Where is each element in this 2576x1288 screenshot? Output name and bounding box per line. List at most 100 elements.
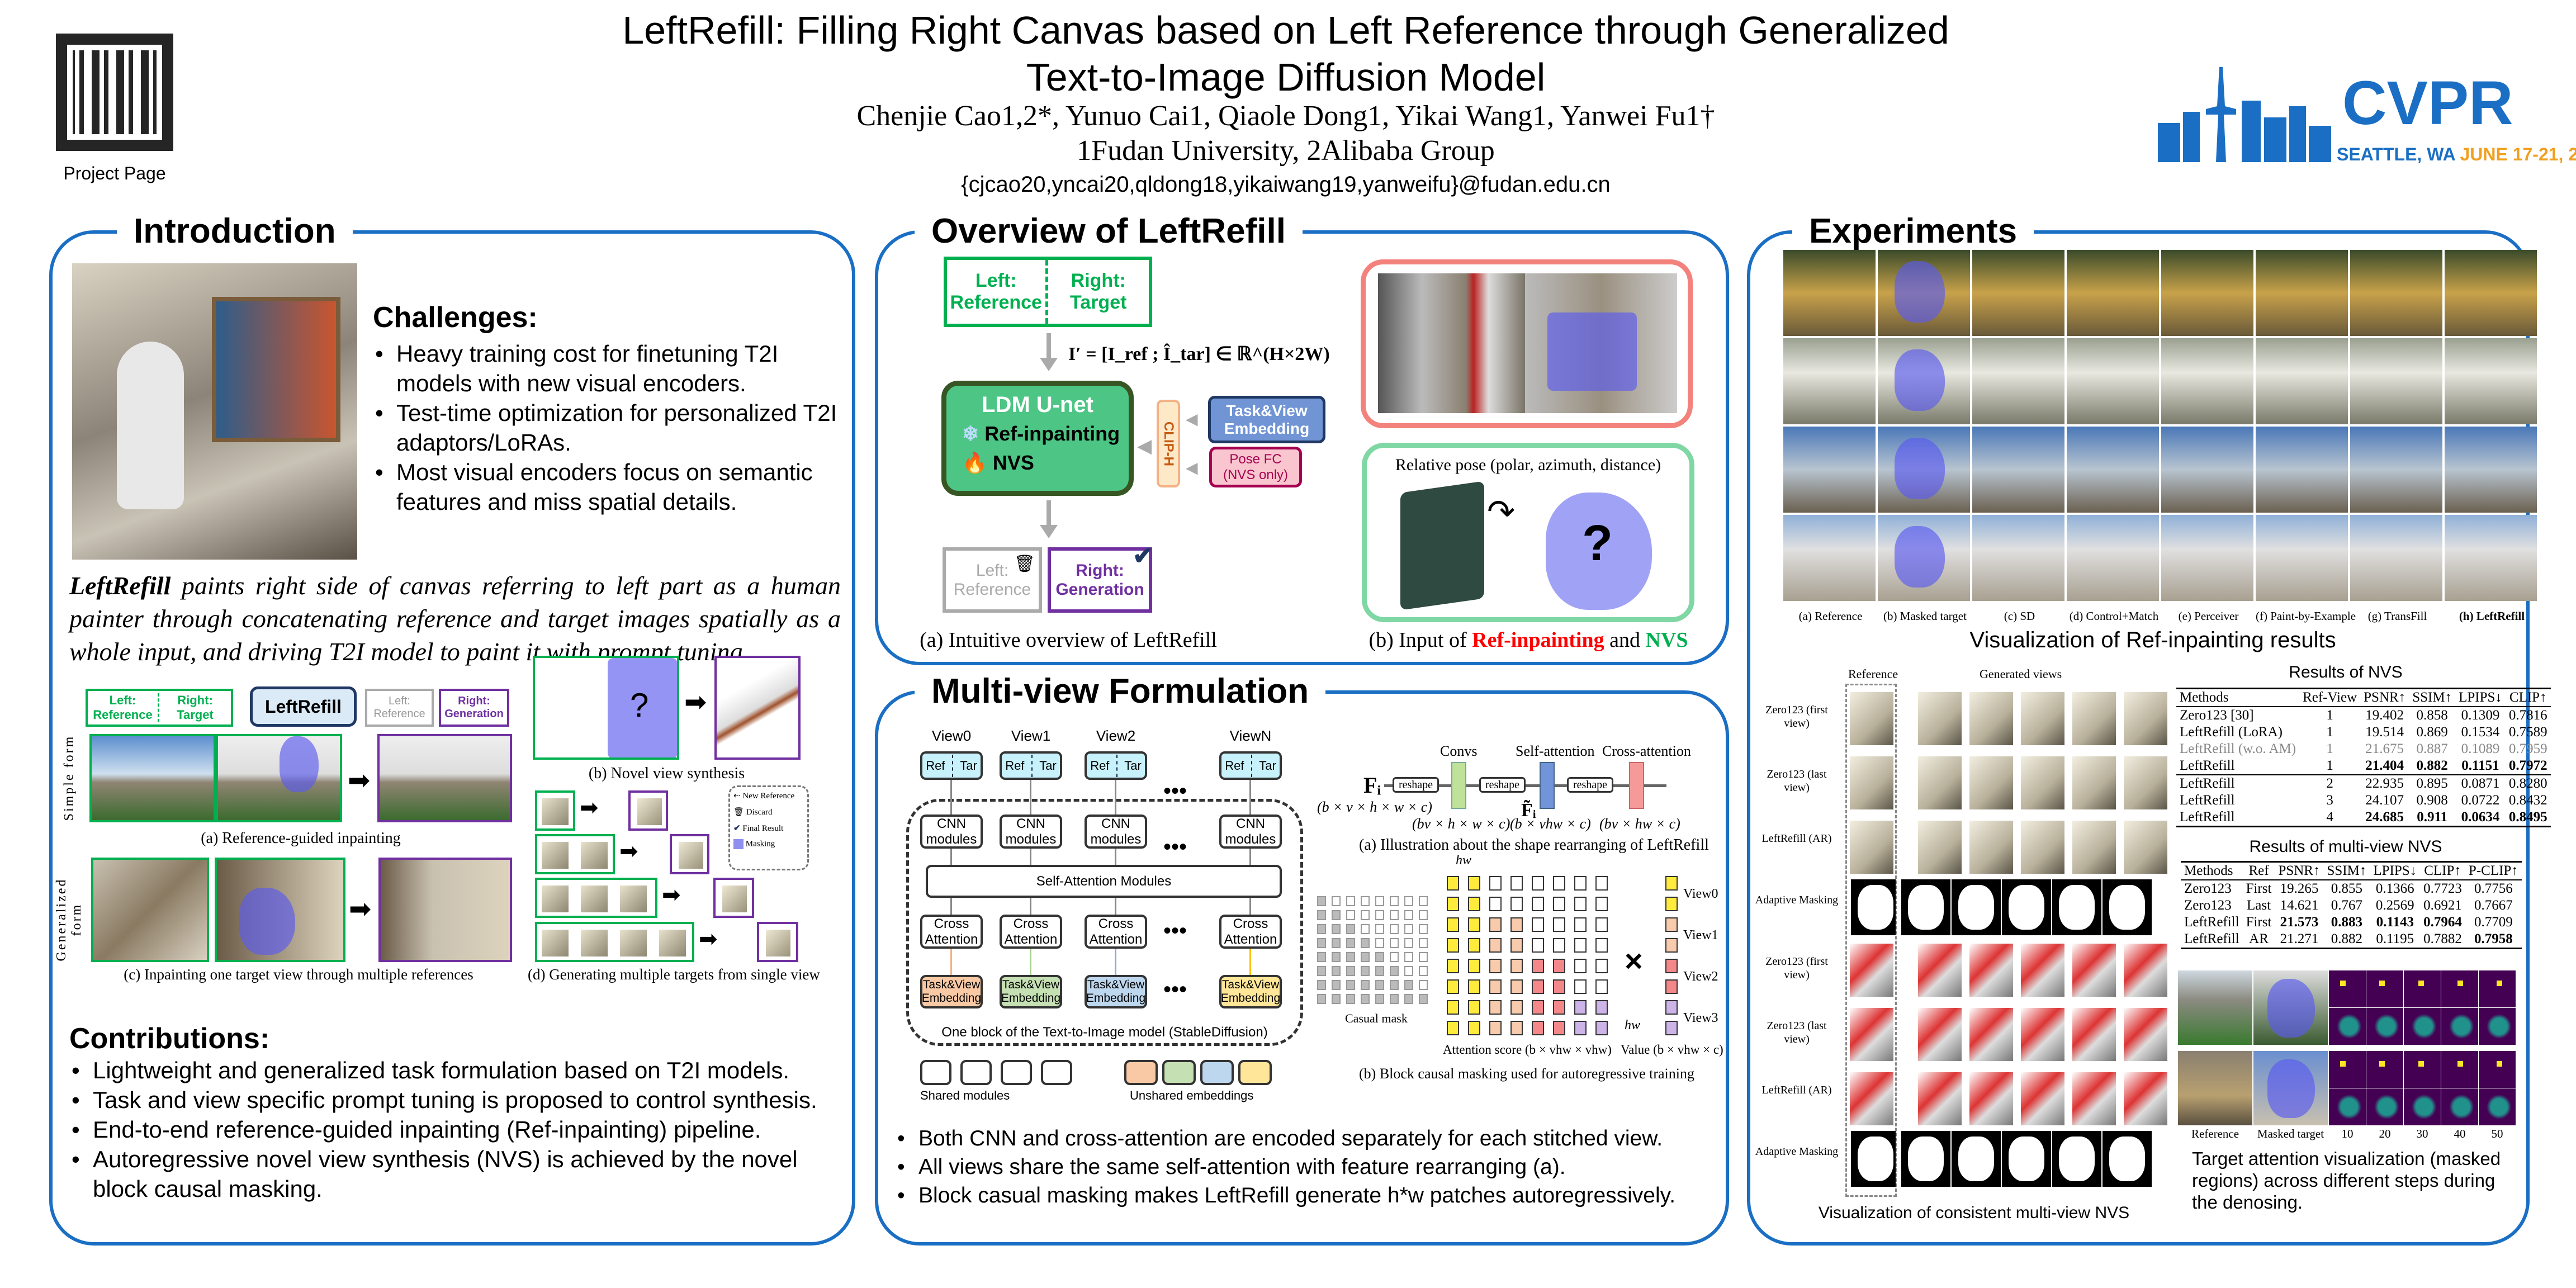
table-cell: 0.7882 (2423, 931, 2462, 946)
column-header: SSIM↑ (2412, 690, 2452, 705)
attention-heatmap-thumb (2441, 1051, 2478, 1088)
box-object-thumb (659, 930, 686, 956)
contribution-item: End-to-end reference-guided inpainting (… (69, 1115, 841, 1144)
table-cell: LeftRefill (2180, 758, 2235, 773)
ref-inpainting-thumb (1878, 515, 1970, 601)
casual-mask-cell (1317, 910, 1326, 920)
attention-cell (1532, 1021, 1544, 1035)
snowflake-icon: ❄ (962, 422, 979, 445)
table-cell: 0.0722 (2461, 793, 2500, 808)
ellipsis-icon: ••• (1163, 834, 1187, 859)
casual-mask-cell (1361, 980, 1370, 990)
table-cell: LeftRefill (LoRA) (2180, 724, 2283, 740)
table-cell: 24.107 (2365, 793, 2404, 808)
clip-h-box: CLIP-H (1157, 400, 1180, 487)
table-cell: 0.883 (2331, 915, 2363, 930)
casual-mask-cell (1419, 994, 1428, 1004)
tar-label: Tar (1039, 758, 1057, 773)
attention-cell (1553, 938, 1565, 953)
value-cell (1665, 938, 1678, 953)
output-left-discard: Left:Reference 🗑 (943, 547, 1042, 613)
attention-cell (1447, 1000, 1459, 1015)
affiliations: 1Fudan University, 2Alibaba Group (1077, 135, 1495, 167)
ref-inpainting-thumb (1972, 515, 2064, 601)
attention-cell (1510, 1000, 1523, 1015)
nvs-generated-thumb (2124, 821, 2167, 874)
ldm-unet-box: LDM U-net ❄ Ref-inpainting 🔥 NVS (941, 381, 1134, 496)
cross-attention-label: Cross-attention (1602, 743, 1691, 759)
ref-inpainting-thumb (1972, 250, 2064, 336)
ellipsis-icon: ••• (1163, 918, 1187, 943)
ref-inpainting-thumb (2350, 250, 2442, 336)
casual-mask-cell (1317, 952, 1326, 962)
title-line-2: Text-to-Image Diffusion Model (1026, 55, 1546, 99)
qr-code[interactable] (56, 34, 173, 151)
attention-peak (2418, 981, 2424, 986)
casual-mask-cell (1375, 994, 1384, 1004)
overview-panel: Overview of LeftRefill Left:Reference Ri… (875, 210, 1729, 665)
attention-cell (1595, 876, 1608, 891)
left-sub: Reference (950, 292, 1042, 313)
generated-view-box (713, 878, 754, 918)
arrow-line (950, 849, 952, 865)
nvs-generated-thumb (2072, 1008, 2116, 1061)
column-header: Methods (2180, 690, 2229, 705)
mini-left-discard: Left: Reference (365, 689, 434, 727)
mini-right: Right: Target (177, 693, 214, 722)
attention-peak (2457, 981, 2463, 986)
attention-masked-thumb (2253, 1051, 2328, 1125)
cnn-modules-box: CNN modules (1219, 815, 1282, 849)
multiview-bullet: Block casual masking makes LeftRefill ge… (895, 1181, 1717, 1210)
casual-mask-cell (1361, 994, 1370, 1004)
casual-mask-cell (1390, 966, 1399, 976)
nvs-generated-thumb (2124, 1072, 2167, 1125)
tar-label: Tar (960, 758, 977, 773)
mask-overlay (2267, 979, 2315, 1038)
attention-cell (1574, 897, 1587, 911)
legend-discard: 🗑 Discard (733, 808, 773, 817)
attention-cell (1468, 897, 1480, 911)
attention-cell (1447, 938, 1459, 953)
tar-label: Tar (1259, 758, 1276, 773)
casual-mask-cell (1375, 910, 1384, 920)
experiments-panel: Experiments Visualization of Ref-inpaint… (1747, 210, 2551, 1246)
casual-mask-cell (1390, 896, 1399, 906)
mask-white-region (2059, 1137, 2095, 1181)
ref-inpainting-column-label: (h) LeftRefill (2459, 609, 2525, 623)
casual-mask-cell (1332, 924, 1341, 934)
shape-input: (b × v × h × w × c) (1317, 799, 1432, 815)
introduction-panel: Introduction Challenges: Heavy training … (49, 210, 855, 1246)
casual-mask-cell (1390, 924, 1399, 934)
out-left-label: Left: (976, 561, 1009, 580)
overview-caption-a: (a) Intuitive overview of LeftRefill (920, 628, 1217, 652)
value-view-label: View3 (1683, 1011, 1718, 1025)
table-cell: 0.1089 (2461, 741, 2500, 756)
table-cell: 0.895 (2416, 776, 2448, 791)
attention-cell (1510, 897, 1523, 911)
cvpr-logo: CVPR SEATTLE, WA JUNE 17-21, 2024 (2152, 61, 2576, 173)
table-cell: Zero123 (2184, 898, 2232, 913)
ref-inpainting-column-label: (c) SD (2004, 609, 2035, 623)
nvs-generated-thumb (2021, 821, 2064, 874)
mask-white-region (2109, 1137, 2145, 1181)
value-view-label: View0 (1683, 887, 1718, 901)
attention-peak (2379, 1061, 2385, 1067)
casual-mask-cell (1375, 980, 1384, 990)
ref-inpainting-title: Visualization of Ref-inpainting results (1969, 628, 2336, 652)
cross-attention-box: Cross Attention (920, 915, 983, 949)
attention-cell (1532, 897, 1544, 911)
casual-mask-cell (1404, 910, 1413, 920)
cnn-modules-box: CNN modules (1000, 815, 1062, 849)
casual-mask-cell (1404, 938, 1413, 948)
reshape-box: reshape (1479, 777, 1526, 793)
table-cell: 0.2569 (2375, 898, 2414, 913)
clip-h-label: CLIP-H (1161, 421, 1176, 466)
